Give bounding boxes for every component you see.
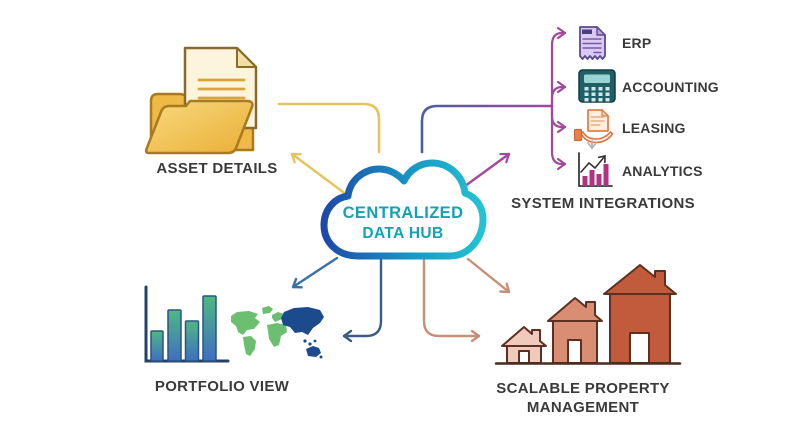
hub-title-line1: CENTRALIZED: [342, 204, 464, 222]
portfolio-view-label: PORTFOLIO VIEW: [154, 378, 290, 395]
cloud-icon: [320, 159, 487, 260]
invoice-icon: [579, 26, 606, 60]
connector-portfolio-view: [342, 255, 383, 343]
houses-growth-icon: [494, 264, 682, 365]
scalable-property-label-line1: SCALABLE PROPERTY: [496, 380, 670, 397]
integration-branches: [550, 26, 567, 171]
arrow-to-asset-details: [290, 152, 349, 197]
system-integrations-title: SYSTEM INTEGRATIONS: [511, 195, 695, 212]
integration-label-analytics: ANALYTICS: [622, 163, 703, 179]
arrow-to-property-management: [466, 257, 511, 294]
calculator-icon: [578, 69, 616, 103]
hub-title: CENTRALIZED DATA HUB: [328, 203, 478, 244]
connector-system-integrations: [420, 104, 554, 154]
bar-chart-growth-icon: [578, 152, 613, 187]
connector-asset-details: [277, 102, 381, 154]
connector-property-management: [422, 255, 481, 343]
asset-details-label: ASSET DETAILS: [156, 160, 278, 177]
scalable-property-label-line2: MANAGEMENT: [526, 399, 640, 416]
integration-label-erp: ERP: [622, 35, 652, 51]
arrow-to-system-integrations: [459, 152, 511, 191]
scalable-property-label: SCALABLE PROPERTY MANAGEMENT: [483, 379, 683, 417]
world-map-icon: [231, 306, 324, 359]
integration-label-leasing: LEASING: [622, 120, 686, 136]
hub-title-line2: DATA HUB: [362, 225, 444, 242]
integration-label-accounting: ACCOUNTING: [622, 79, 719, 95]
folder-document-icon: [144, 46, 258, 155]
hand-document-icon: [573, 108, 614, 144]
arrow-to-portfolio-view: [291, 256, 339, 289]
bar-chart-icon: [144, 285, 230, 363]
